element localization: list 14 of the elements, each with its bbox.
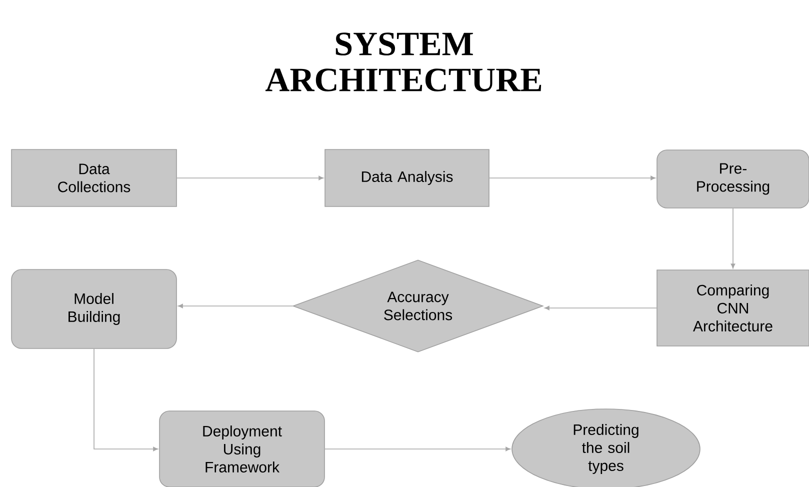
process-box: Comparing CNN Architecture — [656, 270, 809, 346]
arrow — [176, 176, 324, 180]
arrow — [730, 208, 736, 268]
arrow — [544, 306, 657, 310]
arrow — [489, 176, 656, 180]
title: SYSTEM ARCHITECTURE — [265, 32, 542, 92]
process-box: Deployment Using Framework — [159, 410, 325, 487]
process-box: Data Analysis — [324, 149, 490, 207]
process-box: Data Collections — [11, 149, 177, 207]
process-box: Model Building — [11, 269, 177, 349]
arrow — [324, 446, 510, 452]
arrow — [178, 304, 293, 308]
process-box: Pre-Processing — [656, 150, 809, 208]
arrow — [94, 348, 158, 452]
